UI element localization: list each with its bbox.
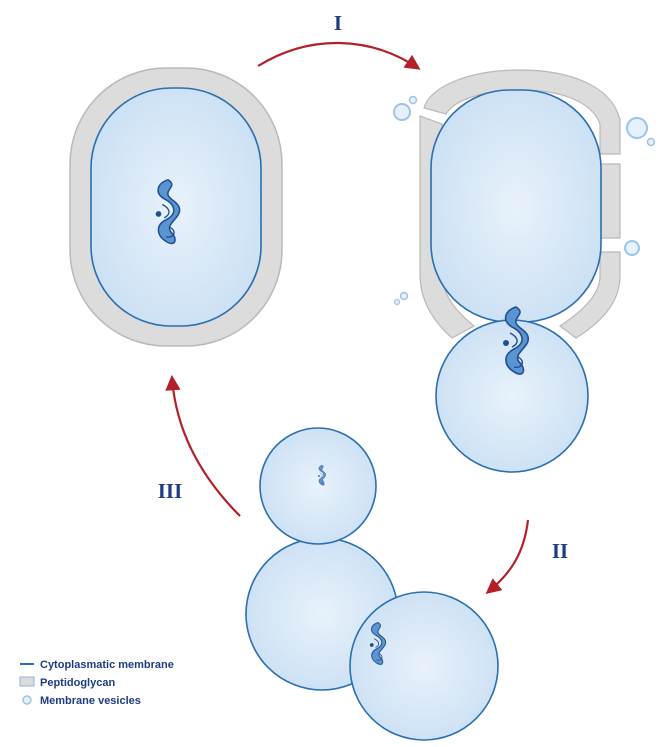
membrane-vesicle: [625, 241, 639, 255]
membrane-vesicle: [410, 97, 417, 104]
box-icon: [20, 677, 34, 686]
step-2-arrow: [488, 520, 528, 592]
l-form-cell-right: [350, 592, 498, 740]
legend-item-membrane: Cytoplasmatic membrane: [20, 659, 174, 671]
step-2-transition: II: [488, 520, 568, 592]
cytoplasmic-membrane: [431, 90, 601, 322]
legend-label: Peptidoglycan: [40, 677, 115, 689]
membrane-vesicle: [395, 300, 400, 305]
step-3-transition: III: [158, 378, 240, 516]
l-form-cell-small: [260, 428, 376, 544]
cell-wall-rupture: [394, 70, 655, 472]
step-3-label: III: [158, 479, 183, 503]
vesicle-icon: [23, 696, 31, 704]
legend-label: Membrane vesicles: [40, 695, 141, 707]
legend-label: Cytoplasmatic membrane: [40, 659, 174, 671]
membrane-vesicle: [627, 118, 647, 138]
legend-item-peptidoglycan: Peptidoglycan: [20, 677, 115, 689]
protoplast-bud: [436, 320, 588, 472]
step-1-label: I: [334, 11, 342, 35]
step-2-label: II: [552, 539, 568, 563]
step-1-transition: I: [258, 11, 418, 68]
peptidoglycan-wall-fragment-right: [600, 164, 620, 238]
membrane-vesicle: [401, 293, 408, 300]
l-form-cluster: [246, 428, 498, 740]
legend-item-vesicles: Membrane vesicles: [23, 695, 141, 707]
membrane-vesicle: [394, 104, 410, 120]
legend: Cytoplasmatic membrane Peptidoglycan Mem…: [20, 659, 174, 707]
membrane-vesicle: [648, 139, 655, 146]
walled-bacterium: [70, 68, 282, 346]
step-1-arrow: [258, 43, 418, 68]
